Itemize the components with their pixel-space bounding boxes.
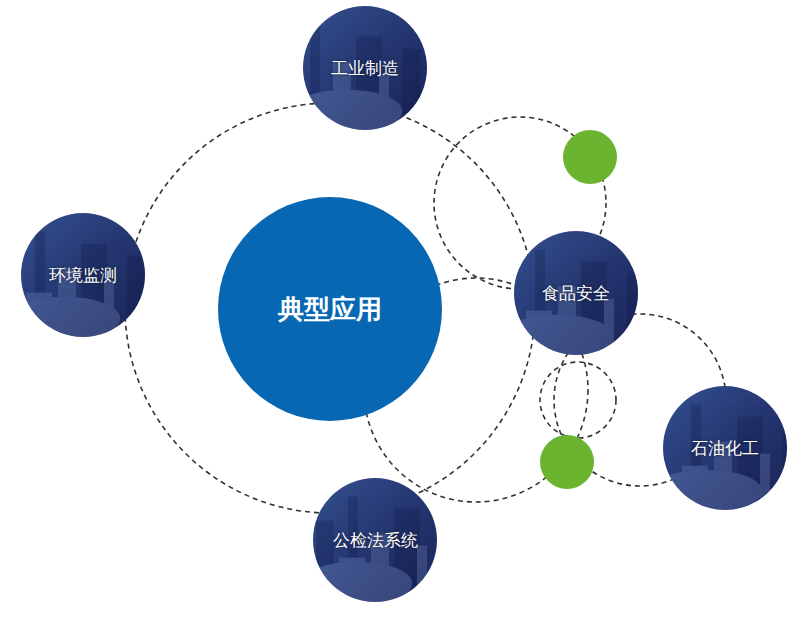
application-label: 环境监测 [49, 264, 117, 287]
photo-texture [291, 25, 451, 210]
application-circle: 食品安全 [514, 231, 638, 355]
photo-texture [301, 497, 427, 619]
application-circle: 石油化工 [663, 386, 787, 510]
application-circle: 公检法系统 [313, 478, 437, 602]
orbit-ring [540, 362, 616, 438]
green-dot [563, 130, 617, 184]
green-dot [540, 435, 594, 489]
orbit-ring [125, 103, 535, 513]
center-circle: 典型应用 [218, 197, 442, 421]
photo-texture [9, 232, 145, 417]
photo-texture [502, 250, 645, 435]
application-circle: 环境监测 [21, 213, 145, 337]
center-fill [218, 197, 442, 421]
center-label: 典型应用 [278, 292, 382, 327]
application-label: 公检法系统 [333, 529, 418, 552]
application-label: 食品安全 [542, 282, 610, 305]
application-label: 石油化工 [691, 437, 759, 460]
photo-texture [651, 405, 801, 590]
application-circle: 工业制造 [303, 6, 427, 130]
application-label: 工业制造 [331, 57, 399, 80]
